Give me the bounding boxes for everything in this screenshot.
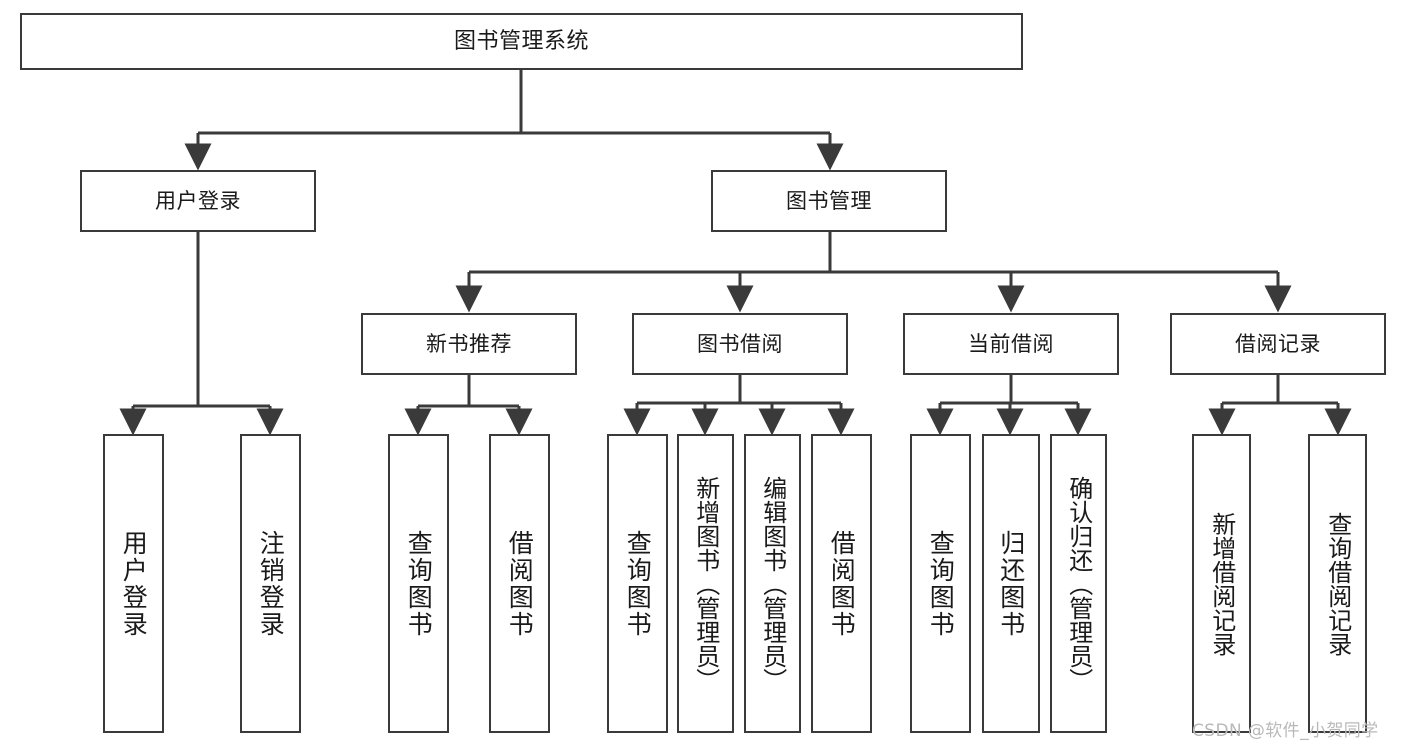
node-label: 图书借阅	[697, 331, 783, 356]
node-label: 新书推荐	[426, 331, 512, 356]
node-label: 用户登录	[155, 188, 241, 213]
leaf-user-login-login[interactable]: 用户登录	[103, 434, 164, 733]
leaf-records-query[interactable]: 查询借阅记录	[1308, 434, 1367, 733]
leaf-user-login-logout[interactable]: 注销登录	[240, 434, 301, 733]
leaf-new-book-borrow[interactable]: 借阅图书	[489, 434, 550, 733]
node-label: 借阅图书	[505, 529, 535, 638]
node-new-book-recommend[interactable]: 新书推荐	[361, 313, 577, 375]
leaf-current-borrow-confirm-admin[interactable]: 确认归还（管理员）	[1050, 434, 1107, 733]
node-book-management[interactable]: 图书管理	[711, 170, 947, 232]
node-label: 编辑图书（管理员）	[758, 475, 787, 692]
node-current-borrow[interactable]: 当前借阅	[903, 313, 1119, 375]
node-label: 查询借阅记录	[1323, 511, 1352, 656]
node-label: 确认归还（管理员）	[1064, 475, 1093, 692]
leaf-book-borrow-edit-admin[interactable]: 编辑图书（管理员）	[744, 434, 801, 733]
node-label: 用户登录	[119, 529, 149, 638]
node-label: 图书管理系统	[453, 28, 589, 54]
leaf-book-borrow-add-admin[interactable]: 新增图书（管理员）	[677, 434, 734, 733]
node-label: 新增图书（管理员）	[691, 475, 720, 692]
leaf-book-borrow-query[interactable]: 查询图书	[607, 434, 668, 733]
node-user-login[interactable]: 用户登录	[80, 170, 316, 232]
node-label: 图书管理	[786, 188, 872, 213]
leaf-records-add[interactable]: 新增借阅记录	[1192, 434, 1251, 733]
node-label: 查询图书	[404, 529, 434, 638]
node-borrow-records[interactable]: 借阅记录	[1170, 313, 1386, 375]
leaf-book-borrow-borrow[interactable]: 借阅图书	[811, 434, 872, 733]
node-label: 归还图书	[996, 529, 1026, 638]
node-label: 借阅图书	[827, 529, 857, 638]
leaf-current-borrow-return[interactable]: 归还图书	[982, 434, 1040, 733]
node-label: 新增借阅记录	[1207, 511, 1236, 656]
leaf-current-borrow-query[interactable]: 查询图书	[910, 434, 971, 733]
watermark-credit: CSDN @软件_小贺同学	[1192, 721, 1379, 741]
node-label: 注销登录	[256, 529, 286, 638]
node-label: 借阅记录	[1235, 331, 1321, 356]
node-label: 查询图书	[926, 529, 956, 638]
node-label: 查询图书	[623, 529, 653, 638]
leaf-new-book-query[interactable]: 查询图书	[388, 434, 449, 733]
node-root-book-management-system[interactable]: 图书管理系统	[20, 13, 1023, 70]
node-book-borrow[interactable]: 图书借阅	[632, 313, 848, 375]
node-label: 当前借阅	[968, 331, 1054, 356]
